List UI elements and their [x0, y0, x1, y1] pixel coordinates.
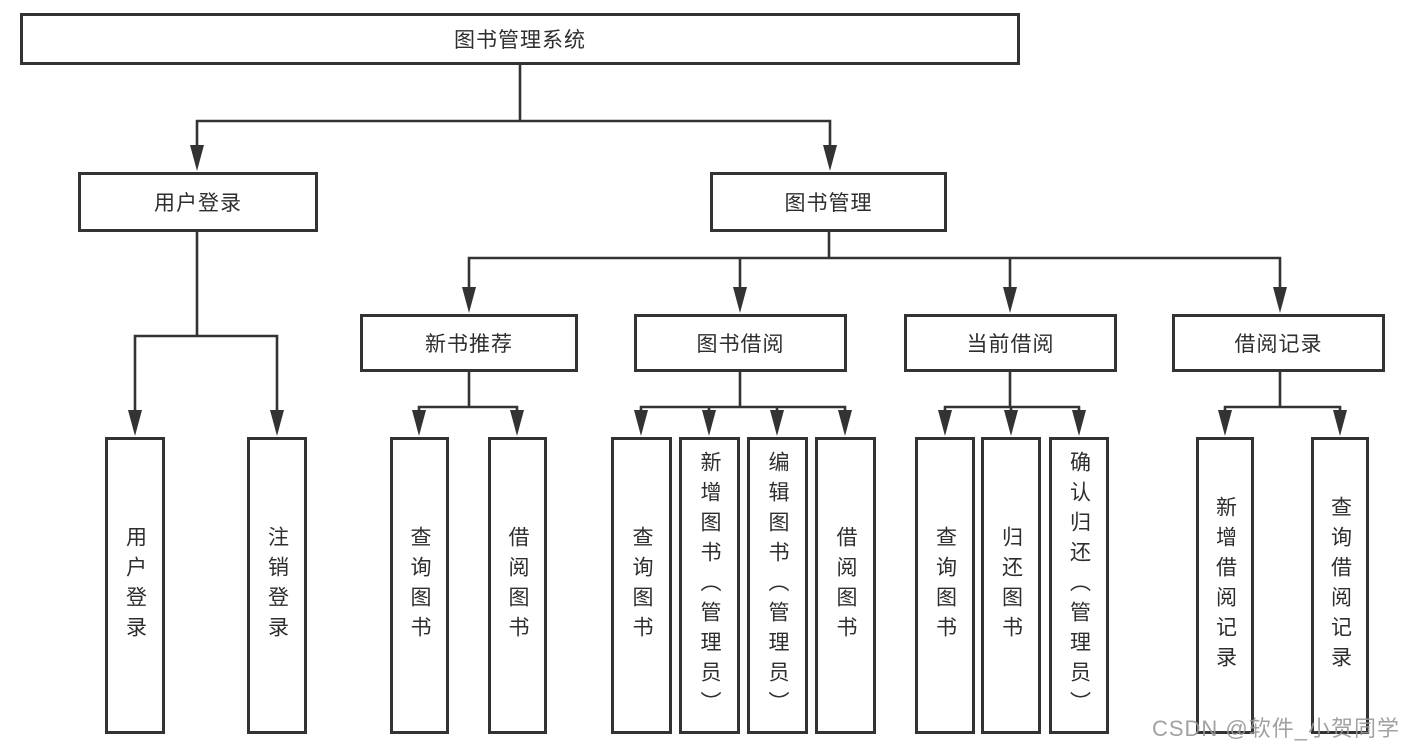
- connector-userlogin-to-leaves: [133, 232, 279, 424]
- arrow-down-icon: [838, 410, 852, 436]
- leaf-confirm-return-admin: 确认归还（管理员）: [1049, 437, 1109, 734]
- node-label: 图书管理系统: [454, 29, 586, 52]
- node-label: 注销登录: [265, 525, 289, 646]
- connector-bookborrow-to-leaves: [639, 372, 847, 424]
- node-label: 查询图书: [408, 525, 431, 646]
- arrow-down-icon: [1333, 410, 1347, 436]
- connector-borrowrecord-to-leaves: [1223, 372, 1342, 424]
- node-label: 查询图书: [630, 525, 653, 646]
- leaf-query-book: 查询图书: [611, 437, 672, 734]
- arrow-down-icon: [270, 410, 284, 436]
- node-label: 借阅记录: [1234, 333, 1323, 356]
- leaf-borrow-book: 借阅图书: [815, 437, 876, 734]
- leaf-borrow-book: 借阅图书: [488, 437, 547, 734]
- leaf-edit-book-admin: 编辑图书（管理员）: [747, 437, 808, 734]
- node-label: 确认归还（管理员）: [1067, 450, 1091, 721]
- arrow-down-icon: [1273, 287, 1287, 313]
- connector-root-to-level2: [195, 65, 832, 158]
- arrow-down-icon: [733, 287, 747, 313]
- node-book-management: 图书管理: [710, 172, 947, 232]
- node-label: 当前借阅: [966, 333, 1055, 356]
- node-label: 新增图书（管理员）: [698, 450, 721, 721]
- node-label: 用户登录: [154, 192, 242, 215]
- arrow-down-icon: [128, 410, 142, 436]
- arrow-down-icon: [1004, 410, 1018, 436]
- arrow-down-icon: [412, 410, 426, 436]
- arrow-down-icon: [634, 410, 648, 436]
- connector-bookmgmt-to-level3: [467, 232, 1282, 301]
- leaf-add-book-admin: 新增图书（管理员）: [679, 437, 740, 734]
- leaf-add-borrow-record: 新增借阅记录: [1196, 437, 1254, 734]
- leaf-query-borrow-record: 查询借阅记录: [1311, 437, 1369, 734]
- arrow-down-icon: [510, 410, 524, 436]
- node-label: 借阅图书: [506, 525, 529, 646]
- leaf-query-book: 查询图书: [915, 437, 975, 734]
- arrow-down-icon: [462, 287, 476, 313]
- arrow-down-icon: [938, 410, 952, 436]
- arrow-down-icon: [1003, 287, 1017, 313]
- node-label: 图书管理: [784, 192, 873, 215]
- node-label: 查询图书: [933, 525, 957, 646]
- arrow-down-icon: [823, 145, 837, 171]
- node-label: 借阅图书: [834, 525, 857, 646]
- node-borrow-record: 借阅记录: [1172, 314, 1385, 372]
- arrow-down-icon: [190, 145, 204, 171]
- node-label: 新增借阅记录: [1213, 495, 1237, 676]
- leaf-return-book: 归还图书: [981, 437, 1041, 734]
- node-user-login: 用户登录: [78, 172, 318, 232]
- node-book-borrow: 图书借阅: [634, 314, 847, 372]
- csdn-watermark: CSDN @软件_小贺同学: [1151, 716, 1400, 741]
- node-label: 图书借阅: [696, 333, 785, 356]
- arrow-down-icon: [702, 410, 716, 436]
- arrowheads: [128, 145, 1347, 436]
- connector-newbook-to-leaves: [417, 372, 519, 424]
- node-label: 查询借阅记录: [1328, 495, 1352, 676]
- node-label: 用户登录: [123, 525, 147, 646]
- arrow-down-icon: [770, 410, 784, 436]
- node-new-book-recommend: 新书推荐: [360, 314, 578, 372]
- node-current-borrow: 当前借阅: [904, 314, 1117, 372]
- node-root-system: 图书管理系统: [20, 13, 1020, 65]
- leaf-logout: 注销登录: [247, 437, 307, 734]
- arrow-down-icon: [1072, 410, 1086, 436]
- leaf-query-book: 查询图书: [390, 437, 449, 734]
- leaf-user-login: 用户登录: [105, 437, 165, 734]
- node-label: 新书推荐: [425, 333, 513, 356]
- node-label: 归还图书: [999, 525, 1023, 646]
- arrow-down-icon: [1218, 410, 1232, 436]
- node-label: 编辑图书（管理员）: [766, 450, 789, 721]
